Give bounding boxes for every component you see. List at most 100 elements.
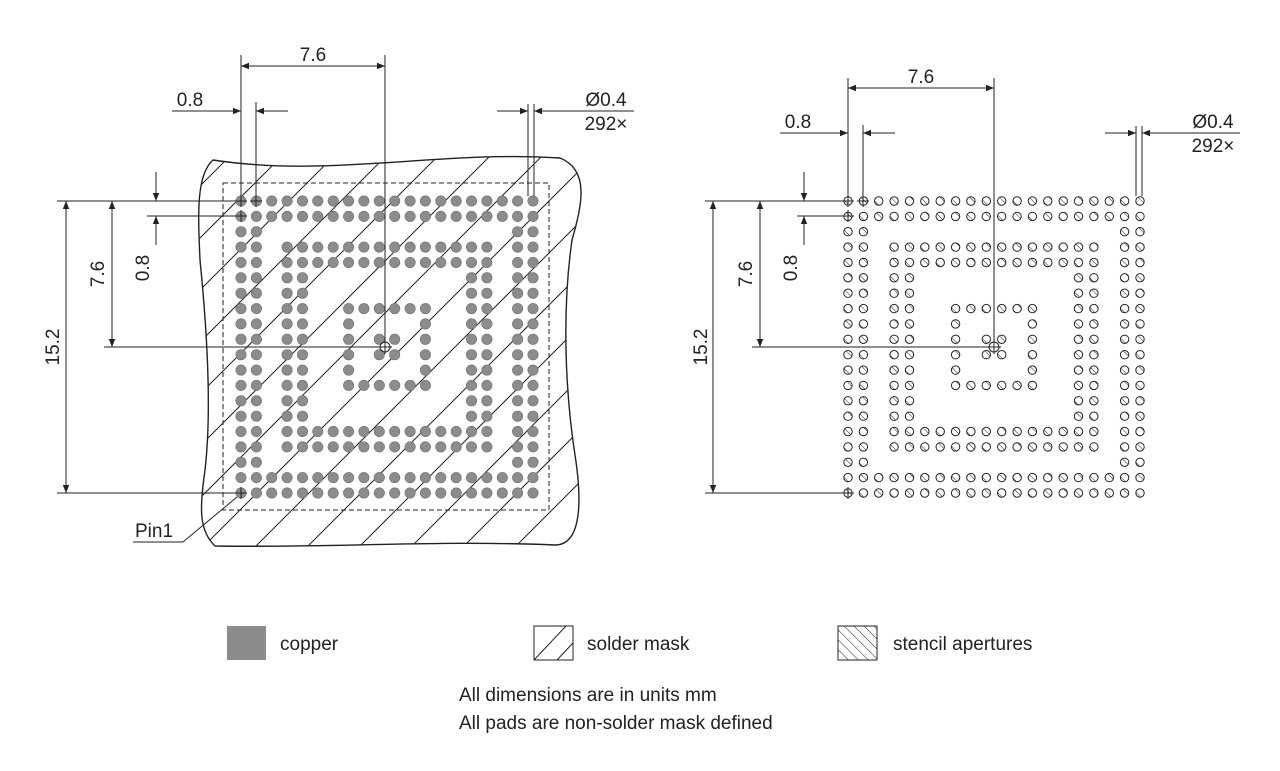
- stencil-aperture: [966, 380, 976, 391]
- legend-stencil-swatch: [837, 625, 878, 661]
- stencil-aperture: [843, 227, 853, 237]
- stencil-aperture: [843, 273, 853, 283]
- copper-pad: [281, 195, 293, 207]
- stencil-aperture: [920, 257, 930, 268]
- stencil-aperture: [858, 319, 869, 329]
- stencil-aperture: [904, 196, 915, 206]
- stencil-aperture: [1027, 442, 1038, 452]
- left-dimension-lines: [57, 55, 634, 543]
- copper-pad: [296, 256, 308, 268]
- stencil-aperture: [935, 257, 945, 268]
- copper-pad: [250, 456, 262, 468]
- stencil-aperture: [935, 242, 945, 252]
- stencil-aperture: [1135, 442, 1145, 452]
- stencil-aperture: [1027, 380, 1038, 391]
- copper-pad: [296, 472, 308, 484]
- stencil-aperture: [1043, 242, 1053, 252]
- copper-pad: [235, 333, 247, 345]
- copper-pad: [373, 379, 385, 391]
- copper-pad: [343, 349, 355, 361]
- stencil-aperture: [997, 257, 1007, 268]
- legend-solder-mask-swatch: [533, 625, 574, 661]
- stencil-aperture: [981, 350, 991, 360]
- copper-pad: [235, 364, 247, 376]
- copper-pad: [266, 472, 278, 484]
- copper-pad: [512, 456, 524, 468]
- copper-pad: [235, 287, 247, 299]
- copper-pad: [512, 210, 524, 222]
- stencil-aperture: [858, 350, 869, 360]
- copper-pad: [527, 487, 539, 499]
- stencil-aperture: [889, 411, 899, 421]
- copper-pad: [527, 364, 539, 376]
- copper-pad: [465, 287, 477, 299]
- copper-pad: [358, 195, 370, 207]
- copper-pad: [450, 441, 462, 453]
- stencil-aperture: [858, 334, 869, 344]
- copper-pad: [281, 287, 293, 299]
- stencil-aperture: [904, 288, 915, 298]
- stencil-aperture: [843, 257, 853, 268]
- copper-pad: [373, 195, 385, 207]
- copper-pad: [327, 241, 339, 253]
- copper-pad: [235, 272, 247, 284]
- stencil-aperture: [981, 442, 991, 452]
- stencil-aperture: [843, 426, 853, 437]
- copper-pad: [465, 333, 477, 345]
- copper-pad: [373, 441, 385, 453]
- stencil-aperture: [904, 350, 915, 360]
- stencil-aperture: [1012, 442, 1022, 452]
- stencil-aperture: [1089, 257, 1099, 268]
- copper-pad: [527, 425, 539, 437]
- copper-pad: [389, 441, 401, 453]
- legend-solder-mask-label: solder mask: [587, 634, 690, 655]
- copper-pad: [281, 487, 293, 499]
- copper-pad: [481, 441, 493, 453]
- copper-pad: [419, 472, 431, 484]
- notes: All dimensions are in units mm All pads …: [459, 685, 773, 734]
- copper-pad: [312, 441, 324, 453]
- copper-pad: [389, 487, 401, 499]
- stencil-aperture: [1135, 257, 1145, 268]
- stencil-aperture: [904, 334, 915, 344]
- stencil-aperture: [950, 365, 961, 375]
- copper-pad: [512, 287, 524, 299]
- mask-hatch-line: [198, 156, 299, 547]
- copper-pad: [266, 210, 278, 222]
- copper-pad: [235, 318, 247, 330]
- copper-pad: [343, 241, 355, 253]
- stencil-aperture: [1089, 396, 1099, 406]
- stencil-aperture: [904, 411, 915, 421]
- stencil-aperture: [1073, 365, 1084, 375]
- stencil-aperture: [874, 211, 884, 222]
- stencil-aperture: [843, 303, 853, 314]
- stencil-aperture: [1119, 457, 1130, 467]
- stencil-aperture: [1089, 380, 1099, 391]
- copper-pad: [343, 472, 355, 484]
- copper-pad: [281, 272, 293, 284]
- copper-pad: [296, 333, 308, 345]
- copper-pad: [281, 410, 293, 422]
- stencil-aperture: [1073, 273, 1084, 283]
- stencil-aperture: [858, 242, 869, 252]
- stencil-aperture: [935, 488, 945, 498]
- stencil-aperture: [950, 242, 961, 252]
- copper-pad: [389, 349, 401, 361]
- copper-pad: [358, 441, 370, 453]
- stencil-aperture: [1058, 442, 1068, 452]
- copper-pad: [296, 318, 308, 330]
- copper-pad: [358, 379, 370, 391]
- copper-pad: [327, 425, 339, 437]
- copper-pad: [296, 487, 308, 499]
- copper-pad: [527, 349, 539, 361]
- stencil-aperture: [981, 257, 991, 268]
- stencil-aperture: [904, 380, 915, 391]
- copper-pad: [389, 195, 401, 207]
- stencil-aperture: [1119, 288, 1130, 298]
- copper-pad: [373, 349, 385, 361]
- stencil-aperture: [950, 442, 961, 452]
- copper-pad: [404, 441, 416, 453]
- stencil-aperture: [1043, 196, 1053, 206]
- stencil-aperture: [950, 472, 961, 483]
- stencil-aperture: [1135, 411, 1145, 421]
